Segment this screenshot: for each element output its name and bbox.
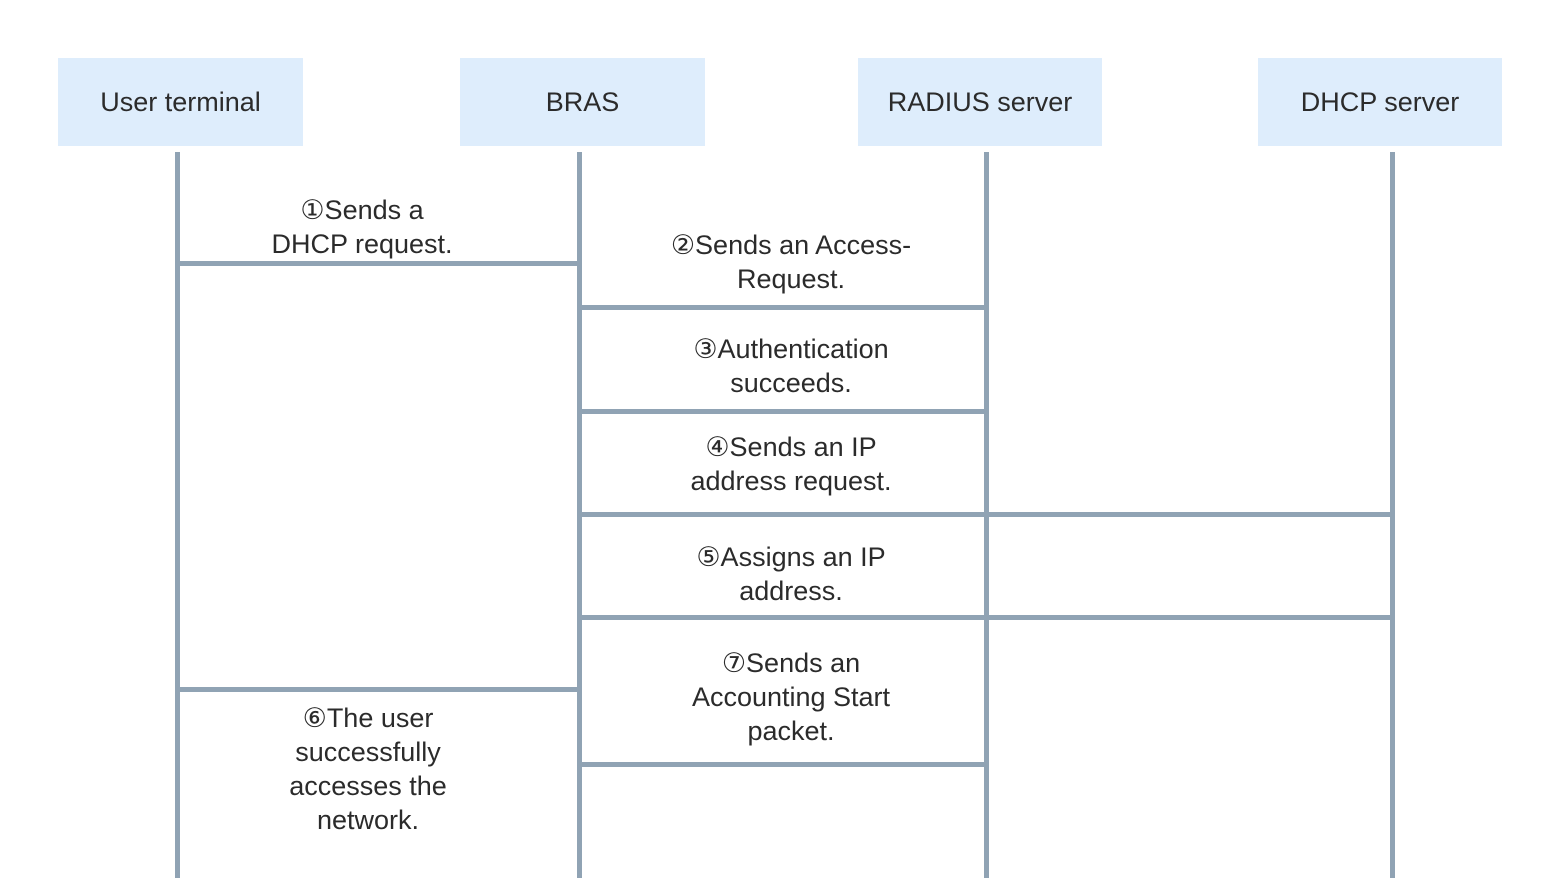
message-label-7: ⑦Sends an Accounting Start packet. [691, 648, 891, 746]
message-label-1: ①Sends a DHCP request. [271, 195, 453, 259]
message-line-3 [577, 409, 989, 414]
message-line-6 [175, 687, 582, 692]
message-line-2 [577, 305, 989, 310]
message-line-4 [577, 512, 1395, 517]
message-line-7 [577, 762, 989, 767]
message-label-2: ②Sends an Access- Request. [670, 230, 912, 294]
message-label-4: ④Sends an IP address request. [690, 432, 892, 496]
actor-box-dhcp-server: DHCP server [1258, 58, 1502, 146]
actor-box-user-terminal: User terminal [58, 58, 303, 146]
message-label-3: ③Authentication succeeds. [693, 334, 889, 398]
message-label-6: ⑥The user successfully accesses the netw… [289, 703, 447, 835]
message-line-5 [577, 615, 1395, 620]
lifeline-user-terminal [175, 152, 180, 878]
message-label-5: ⑤Assigns an IP address. [696, 542, 886, 606]
actor-box-radius-server: RADIUS server [858, 58, 1102, 146]
message-line-1 [175, 261, 582, 266]
actor-box-bras: BRAS [460, 58, 705, 146]
